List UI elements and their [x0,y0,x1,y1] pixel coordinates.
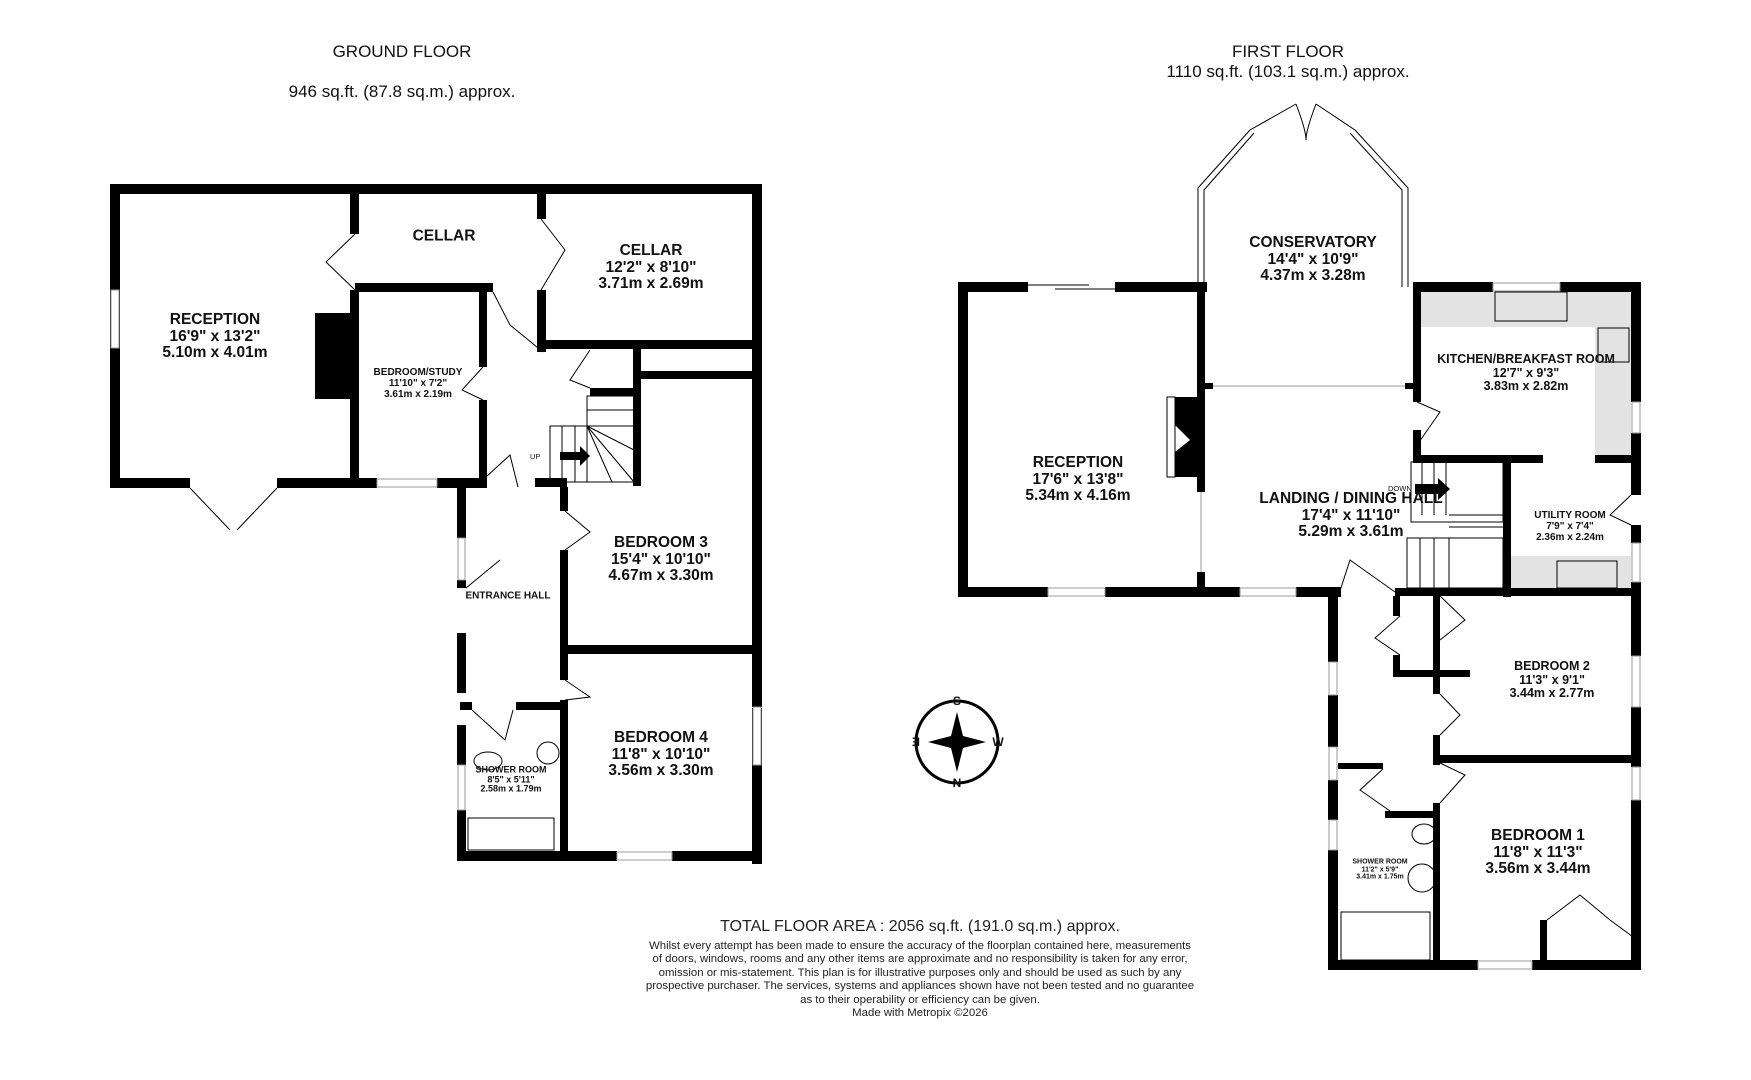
compass-north-label: N [952,776,962,790]
ground-floor-area: 946 sq.ft. (87.8 sq.m.) approx. [288,82,516,101]
first-floor-windows [1047,282,1641,970]
ground-floor-windows [110,289,762,861]
room-label-cellar-2: CELLAR 12'2" x 8'10" 3.71m x 2.69m [598,241,704,293]
ground-floor-title: GROUND FLOOR [332,42,472,61]
kitchen-worktops [1421,292,1631,588]
room-label-kitchen-breakfast-room: KITCHEN/BREAKFAST ROOM 12'7" x 9'3" 3.83… [1437,351,1615,393]
ground-floor-header: GROUND FLOOR 946 sq.ft. (87.8 sq.m.) app… [252,42,552,102]
room-label-utility-room: UTILITY ROOM 7'9" x 7'4" 2.36m x 2.24m [1534,509,1606,543]
first-floor-area: 1110 sq.ft. (103.1 sq.m.) approx. [1166,62,1410,81]
first-floor-title: FIRST FLOOR [1231,42,1345,61]
compass-west-label: W [992,735,1004,749]
ground-floor-doors [189,218,635,851]
room-label-ground-shower-room: SHOWER ROOM 8'5" x 5'11" 2.58m x 1.79m [475,764,547,794]
compass-south-label: S [952,694,962,708]
stairs-down-arrow-icon [1415,478,1450,500]
first-floor-walls [958,282,1641,970]
stairs-down-label: DOWN [1388,484,1412,493]
footer: TOTAL FLOOR AREA : 2056 sq.ft. (191.0 sq… [600,918,1240,1020]
first-floor-doors [1028,103,1641,961]
room-label-first-shower-room: SHOWER ROOM 11'2" x 5'9" 3.41m x 1.75m [1352,858,1408,881]
first-floor-header: FIRST FLOOR 1110 sq.ft. (103.1 sq.m.) ap… [1138,42,1438,82]
stairs-up-label: UP [530,452,541,461]
compass-icon [914,699,1000,785]
total-floor-area: TOTAL FLOOR AREA : 2056 sq.ft. (191.0 sq… [720,918,1120,935]
room-label-cellar-1: CELLAR [412,227,476,245]
room-label-bedroom-3: BEDROOM 3 15'4" x 10'10" 4.67m x 3.30m [608,533,714,585]
room-label-ground-reception: RECEPTION 16'9" x 13'2" 5.10m x 4.01m [162,310,268,362]
stairs-up-arrow-icon [560,446,590,466]
room-label-entrance-hall: ENTRANCE HALL [465,590,551,602]
room-label-landing-dining-hall: LANDING / DINING HALL 17'4" x 11'10" 5.2… [1259,489,1443,541]
room-label-bedroom-study: BEDROOM/STUDY 11'10" x 7'2" 3.61m x 2.19… [373,366,463,400]
room-label-bedroom-2: BEDROOM 2 11'3" x 9'1" 3.44m x 2.77m [1509,658,1595,700]
credit: Made with Metropix ©2026 [852,1007,988,1020]
room-label-bedroom-4: BEDROOM 4 11'8" x 10'10" 3.56m x 3.30m [608,728,714,780]
compass-east-label: E [911,735,921,749]
room-label-conservatory: CONSERVATORY 14'4" x 10'9" 4.37m x 3.28m [1249,233,1377,285]
room-label-bedroom-1: BEDROOM 1 11'8" x 11'3" 3.56m x 3.44m [1485,826,1591,878]
disclaimer: Whilst every attempt has been made to en… [600,940,1240,1020]
room-label-first-reception: RECEPTION 17'6" x 13'8" 5.34m x 4.16m [1025,453,1131,505]
